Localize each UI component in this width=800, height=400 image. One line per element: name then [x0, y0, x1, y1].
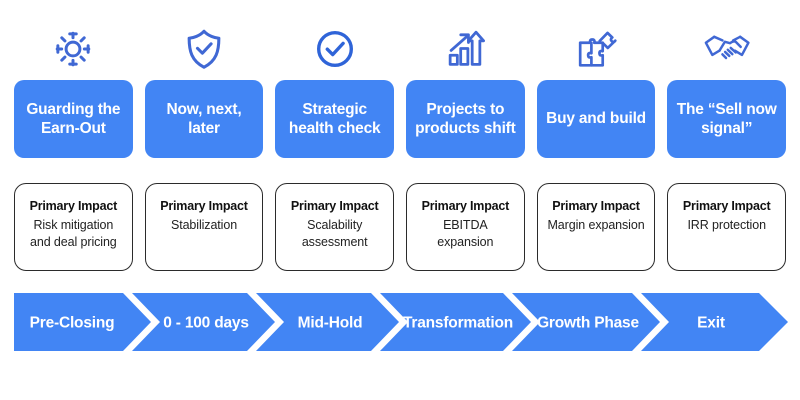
puzzle-pieces-icon [537, 18, 656, 80]
stage-title-card-5[interactable]: Buy and build [536, 80, 656, 158]
stage-title-card-4[interactable]: Projects to products shift [406, 80, 525, 158]
impact-label-5: Primary Impact [552, 199, 640, 213]
phase-label-1: Pre-Closing [30, 315, 115, 332]
impact-value-5: Margin expansion [547, 218, 645, 233]
impact-value-1: Risk mitigation and deal pricing [30, 218, 117, 250]
phase-label-3: Mid-Hold [298, 315, 363, 332]
stage-title-6: The “Sell now signal” [676, 100, 777, 137]
impact-card-4[interactable]: Primary Impact EBITDA expansion [406, 183, 525, 271]
check-circle-icon [275, 18, 394, 80]
stage-title-card-3[interactable]: Strategic health check [275, 80, 395, 158]
impact-label-4: Primary Impact [421, 199, 510, 213]
impact-label-2: Primary Impact [160, 199, 248, 213]
impact-card-5[interactable]: Primary Impact Margin expansion [536, 183, 656, 271]
shield-check-icon [145, 18, 264, 80]
impact-value-4: EBITDA expansion [437, 218, 494, 250]
stage-column-2: Now, next, later [144, 18, 264, 158]
bar-chart-growth-icon [406, 18, 525, 80]
stage-title-5: Buy and build [546, 110, 646, 128]
chevron-6[interactable]: Exit [641, 293, 788, 351]
impact-value-3: Scalability assessment [301, 218, 368, 250]
stage-title-card-6[interactable]: The “Sell now signal” [667, 80, 787, 158]
chevron-2[interactable]: 0 - 100 days [132, 293, 275, 351]
impact-card-1[interactable]: Primary Impact Risk mitigation and deal … [14, 183, 133, 271]
handshake-icon [667, 18, 786, 80]
stage-column-5: Buy and build [536, 18, 656, 158]
phase-label-5: Growth Phase [537, 315, 639, 332]
chevron-4[interactable]: Transformation [380, 293, 531, 351]
stage-title-3: Strategic health check [288, 100, 381, 137]
stage-column-1: Guarding the Earn-Out [14, 18, 133, 158]
chevron-5[interactable]: Growth Phase [512, 293, 660, 351]
phase-timeline: Pre-Closing 0 - 100 days Mid-Hold Transf… [14, 293, 788, 351]
stage-title-card-1[interactable]: Guarding the Earn-Out [14, 80, 133, 158]
impact-card-2[interactable]: Primary Impact Stabilization [144, 183, 264, 271]
impact-label-1: Primary Impact [29, 199, 118, 213]
phase-label-6: Exit [697, 315, 725, 332]
stage-columns: Guarding the Earn-Out Now, next, later [14, 18, 787, 158]
impact-cards-row: Primary Impact Risk mitigation and deal … [14, 183, 787, 271]
impact-value-6: IRR protection [687, 218, 766, 233]
stage-column-3: Strategic health check [275, 18, 395, 158]
impact-card-3[interactable]: Primary Impact Scalability assessment [275, 183, 395, 271]
impact-value-2: Stabilization [170, 218, 238, 233]
impact-label-3: Primary Impact [290, 199, 379, 213]
chevron-3[interactable]: Mid-Hold [256, 293, 399, 351]
impact-label-6: Primary Impact [682, 199, 771, 213]
gear-icon [14, 18, 133, 80]
impact-card-6[interactable]: Primary Impact IRR protection [667, 183, 787, 271]
phase-label-2: 0 - 100 days [163, 315, 249, 332]
chevron-1[interactable]: Pre-Closing [14, 293, 151, 351]
stage-column-6: The “Sell now signal” [667, 18, 787, 158]
stage-title-2: Now, next, later [166, 100, 242, 137]
phase-label-4: Transformation [403, 315, 513, 332]
stage-title-card-2[interactable]: Now, next, later [144, 80, 264, 158]
stage-column-4: Projects to products shift [406, 18, 525, 158]
stage-title-1: Guarding the Earn-Out [26, 100, 121, 137]
stage-title-4: Projects to products shift [415, 100, 516, 137]
